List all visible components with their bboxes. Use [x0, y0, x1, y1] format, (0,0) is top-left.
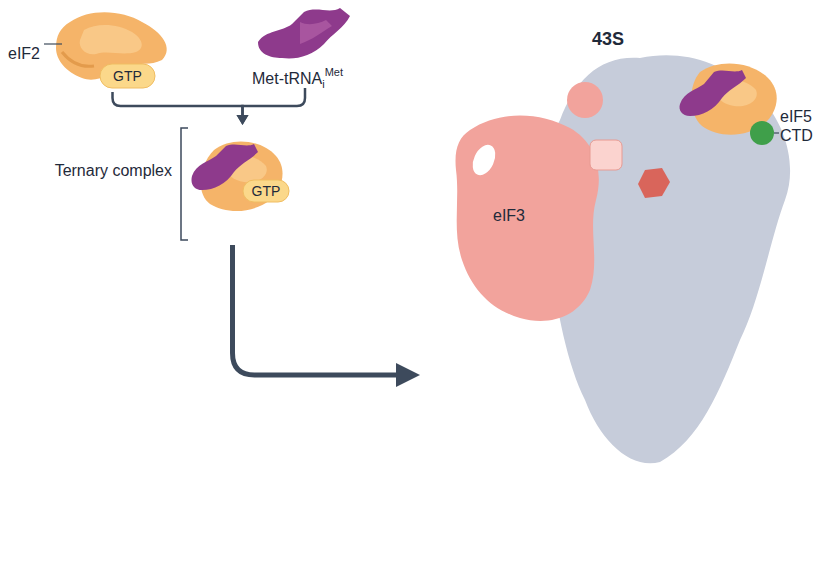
label: eIF3 [493, 206, 525, 225]
ternary-complex-illustration [191, 141, 289, 211]
leader-line [44, 43, 62, 44]
protein-shape: eIF2GTP [55, 10, 170, 92]
ternary-complex: Ternary complexGTP [185, 125, 300, 245]
label: Ternary complex [55, 161, 172, 180]
leader-line [774, 132, 779, 133]
connector [396, 363, 420, 387]
eif2-protein [56, 12, 167, 88]
connector [113, 92, 243, 116]
label: 43S [592, 29, 624, 51]
eif5-ntd [638, 168, 670, 198]
label: Met [325, 66, 343, 78]
label: GTP [243, 180, 289, 202]
connector [243, 88, 306, 116]
eif3-shape: eIF3 [455, 110, 605, 325]
eif1a-factor [590, 140, 622, 170]
label: i [322, 78, 324, 90]
bracket [181, 128, 188, 240]
eif5-ctd-domain: eIF5 CTD [750, 121, 774, 145]
eif3-protein [456, 116, 599, 321]
label: Met-tRNA [252, 70, 322, 87]
connector [233, 245, 401, 375]
ribosome-complex: 43S eIF3 eIF5 CTD [420, 25, 820, 475]
label: eIF2 [8, 44, 40, 63]
label: GTP [100, 64, 155, 88]
gtp-pill: GTP [100, 64, 155, 88]
gtp-pill: GTP [243, 180, 289, 202]
trna-molecule [258, 8, 350, 58]
connector [237, 115, 249, 125]
eif1-factor [567, 82, 603, 118]
label-line: Met-tRNAiMet [252, 66, 343, 91]
trna-shape: Met-tRNAiMet [250, 6, 360, 88]
eif5-ctd-domain [750, 121, 774, 145]
label: eIF5 CTD [780, 107, 828, 145]
connector [237, 115, 249, 125]
